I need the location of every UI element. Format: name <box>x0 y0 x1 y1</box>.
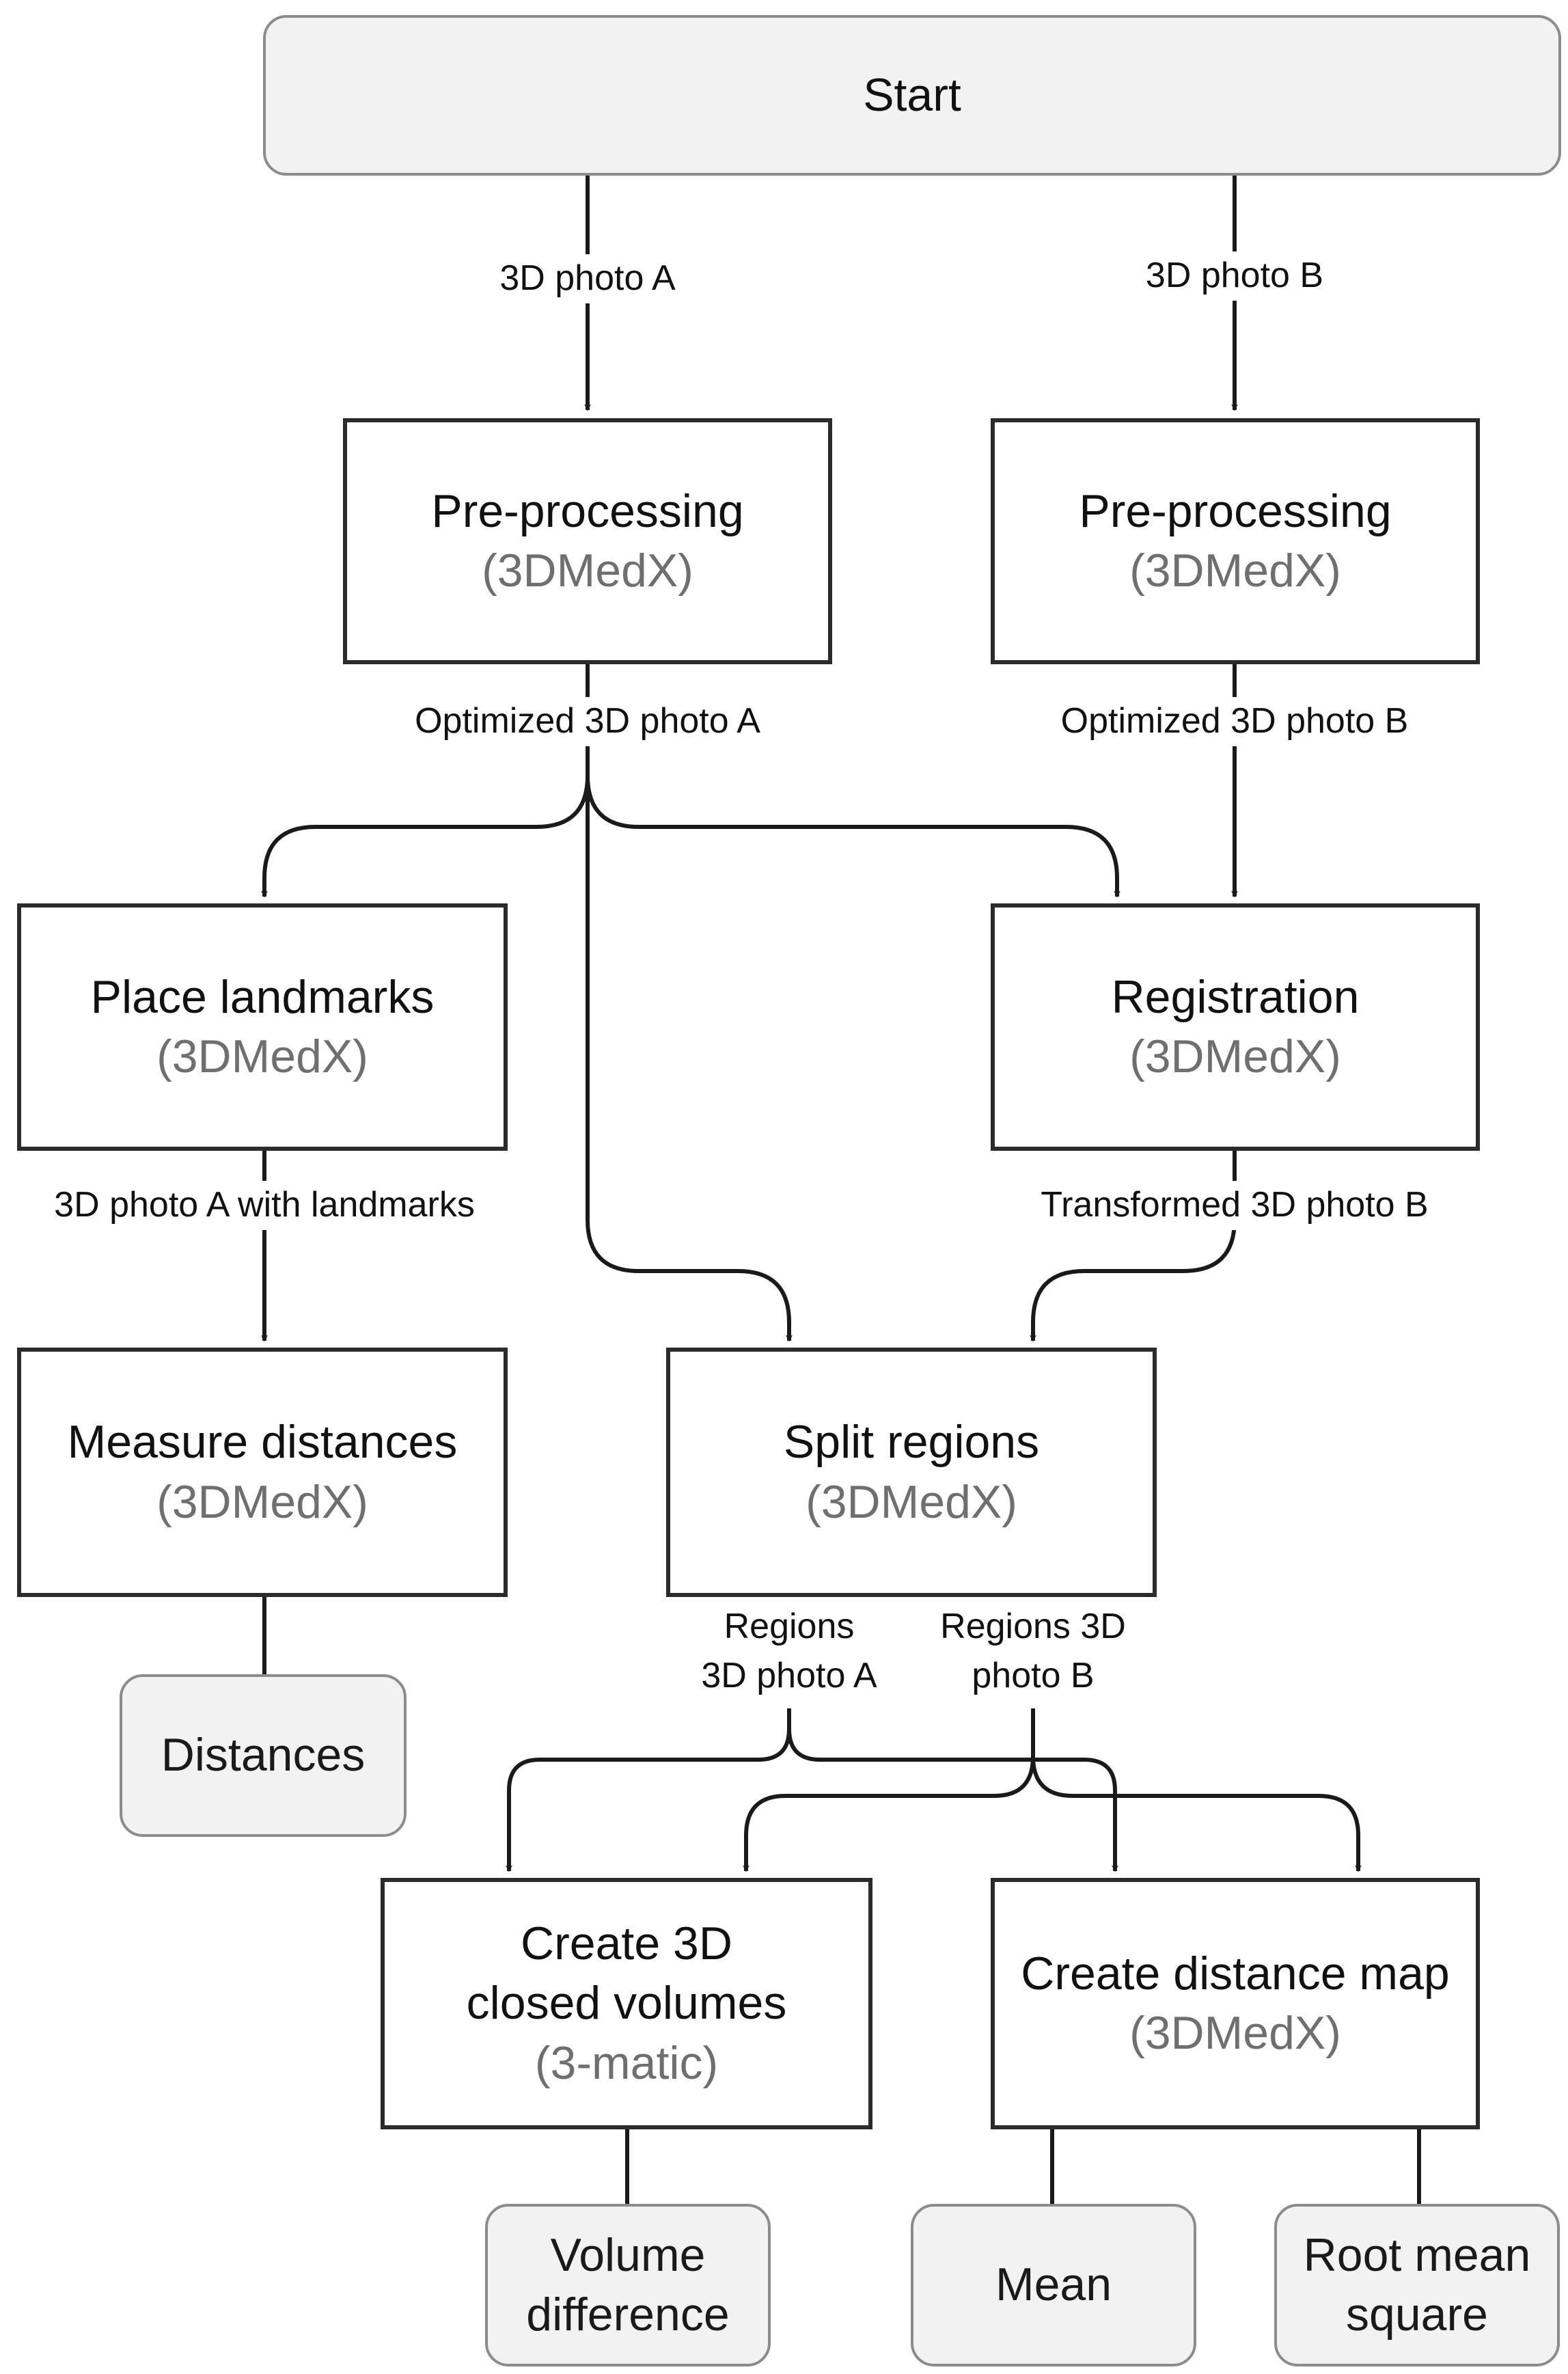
edge-label-regions-a: Regions 3D photo A <box>701 1602 877 1701</box>
measure-node: Measure distances (3DMedX) <box>17 1348 508 1597</box>
start-node: Start <box>263 15 1561 176</box>
preproc-b-node: Pre-processing (3DMedX) <box>991 418 1480 664</box>
split-node: Split regions (3DMedX) <box>666 1348 1157 1597</box>
edge-label-regions-a-line2: 3D photo A <box>701 1655 877 1695</box>
edge-label-regions-b: Regions 3D photo B <box>940 1602 1126 1701</box>
distmap-node: Create distance map (3DMedX) <box>991 1878 1480 2129</box>
volumes-tool: (3-matic) <box>534 2036 719 2089</box>
edge-label-optimized-b: Optimized 3D photo B <box>1060 697 1409 746</box>
volumes-label-line2: closed volumes <box>466 1977 787 2030</box>
rms-line2: square <box>1346 2289 1488 2341</box>
registration-label: Registration <box>1111 970 1360 1023</box>
edge-label-regions-b-line2: photo B <box>972 1655 1095 1695</box>
distances-output: Distances <box>120 1674 407 1837</box>
edge-label-regions-a-line1: Regions <box>724 1607 855 1646</box>
edge-preproc-a-split <box>586 776 793 1342</box>
edge-regions-b-volumes <box>743 1756 1035 1872</box>
measure-label: Measure distances <box>67 1416 458 1469</box>
start-label: Start <box>863 68 961 121</box>
mean-output-label: Mean <box>995 2259 1112 2311</box>
preproc-b-tool: (3DMedX) <box>1129 545 1341 597</box>
edge-label-landmarks-out: 3D photo A with landmarks <box>54 1181 475 1230</box>
edge-label-transformed-b: Transformed 3D photo B <box>1041 1181 1429 1230</box>
preproc-a-node: Pre-processing (3DMedX) <box>343 418 832 664</box>
edge-label-photo-b: 3D photo B <box>1145 251 1324 301</box>
edge-preproc-a-landmarks <box>261 775 590 898</box>
edge-label-regions-b-line1: Regions 3D <box>940 1607 1126 1646</box>
edge-registration-split <box>1030 1148 1237 1342</box>
landmarks-tool: (3DMedX) <box>156 1031 368 1082</box>
edge-regions-b-distmap <box>1031 1756 1362 1872</box>
split-label: Split regions <box>783 1416 1040 1469</box>
edge-regions-a-volumes <box>506 1708 791 1872</box>
edge-label-optimized-a: Optimized 3D photo A <box>415 697 760 746</box>
mean-output: Mean <box>911 2204 1196 2366</box>
rms-line1: Root mean <box>1303 2228 1531 2281</box>
preproc-b-label: Pre-processing <box>1079 485 1392 537</box>
distmap-label: Create distance map <box>1021 1947 1450 2000</box>
edge-regions-a-distmap <box>787 1728 1118 1872</box>
split-tool: (3DMedX) <box>806 1475 1017 1528</box>
edge-preproc-a-registration <box>586 775 1120 898</box>
landmarks-label: Place landmarks <box>90 970 435 1023</box>
registration-tool: (3DMedX) <box>1129 1031 1341 1082</box>
preproc-a-label: Pre-processing <box>431 485 744 537</box>
volume-difference-output: Volume difference <box>485 2204 771 2366</box>
volume-difference-line1: Volume <box>550 2228 706 2281</box>
distances-output-label: Distances <box>161 1729 366 1782</box>
volumes-label-line1: Create 3D <box>521 1918 732 1970</box>
volumes-node: Create 3D closed volumes (3-matic) <box>381 1878 872 2129</box>
registration-node: Registration (3DMedX) <box>991 903 1480 1151</box>
rms-output: Root mean square <box>1274 2204 1560 2366</box>
preproc-a-tool: (3DMedX) <box>482 545 693 597</box>
volume-difference-line2: difference <box>526 2289 730 2341</box>
measure-tool: (3DMedX) <box>156 1475 368 1528</box>
landmarks-node: Place landmarks (3DMedX) <box>17 903 508 1151</box>
edge-label-photo-a: 3D photo A <box>499 254 676 303</box>
distmap-tool: (3DMedX) <box>1129 2007 1341 2059</box>
